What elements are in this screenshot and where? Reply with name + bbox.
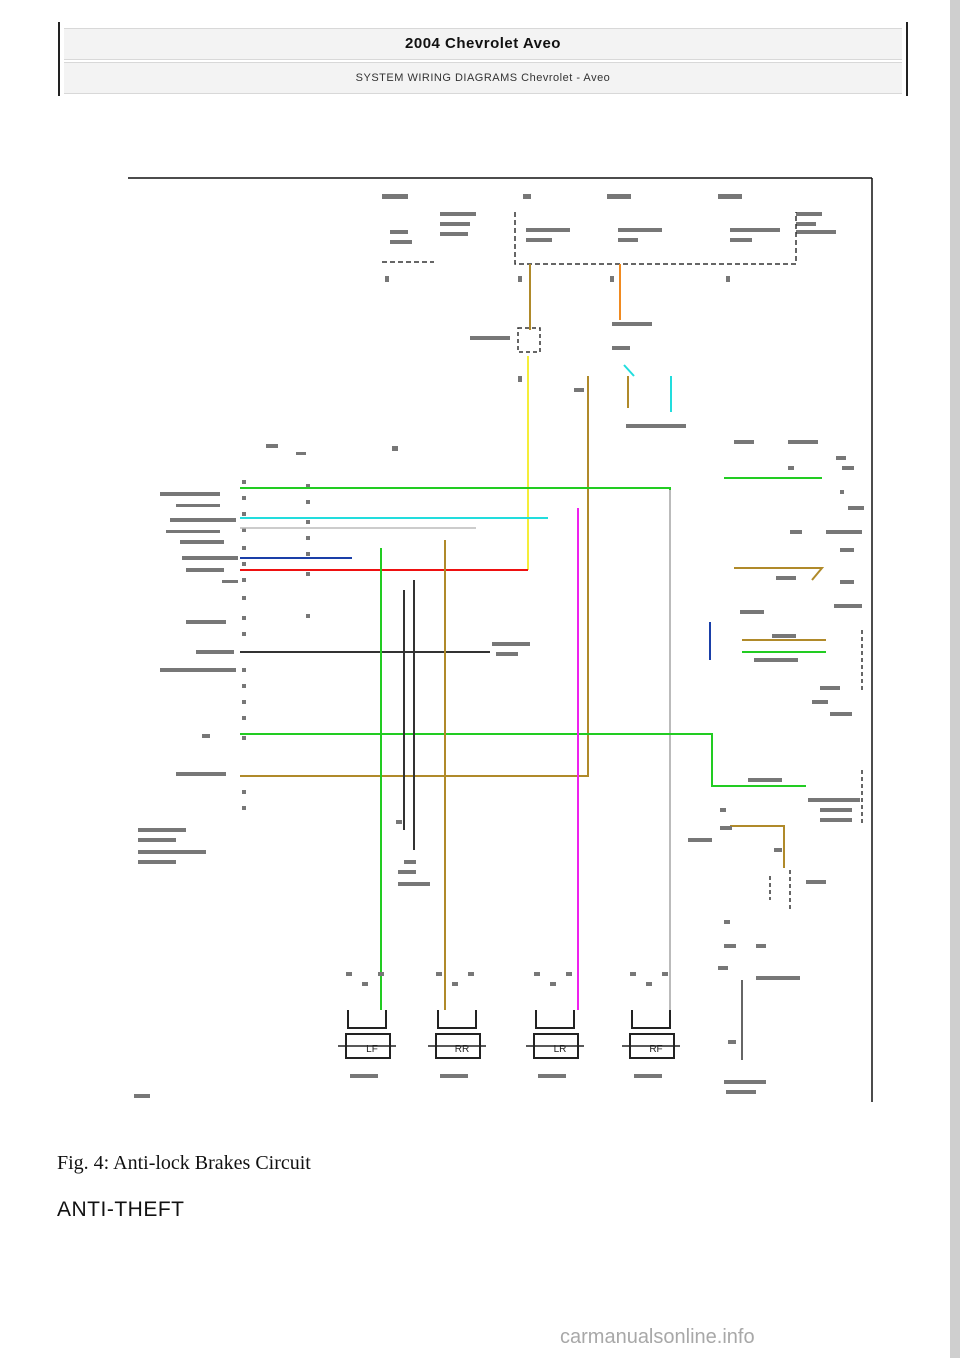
- relay-pin: [518, 376, 522, 382]
- wheel-sensor-rf: RF: [622, 972, 680, 1078]
- wire-tan-bottomright: [730, 825, 785, 868]
- fuse-pin: [385, 276, 389, 282]
- fuse-text-mark: [440, 232, 468, 236]
- fuse-text-mark: [390, 240, 412, 244]
- dlc-text-mark: [492, 642, 530, 646]
- wheel-speed-sensors: LF RR LR RF: [338, 972, 680, 1078]
- wheel-sensor-label: RF: [649, 1044, 662, 1055]
- wheel-sensor-label: LF: [366, 1044, 378, 1055]
- diagram-frame: [128, 177, 873, 1102]
- fuse-pin: [610, 276, 614, 282]
- header-title: 2004 Chevrolet Aveo: [64, 28, 902, 60]
- ebcm-connector: [138, 444, 398, 864]
- fuse-text-mark: [796, 212, 822, 216]
- fuse-text-mark: [618, 238, 638, 242]
- switch-text-mark: [612, 322, 652, 326]
- relay-text-mark: [470, 336, 510, 340]
- section-title: ANTI-THEFT: [57, 1198, 185, 1221]
- document-header: 2004 Chevrolet Aveo SYSTEM WIRING DIAGRA…: [58, 22, 908, 96]
- wire-tan-right: [734, 567, 825, 581]
- fuse-label-mark: [382, 194, 408, 199]
- ground-text-mark: [626, 424, 686, 428]
- fuse-label-mark: [607, 194, 631, 199]
- fuse-text-mark: [618, 228, 662, 232]
- fuse-block-dashed: [382, 212, 797, 265]
- fuse-pin: [726, 276, 730, 282]
- fuse-text-mark: [730, 228, 780, 232]
- fuse-text-mark: [440, 212, 476, 216]
- wheel-sensor-lf: LF: [338, 972, 396, 1078]
- header-left-rule: [58, 22, 60, 96]
- header-right-rule: [906, 22, 908, 96]
- dlc-text-mark: [496, 652, 518, 656]
- right-component-outlines: [769, 630, 863, 910]
- wire-green-top: [240, 487, 671, 1010]
- fuse-block: [382, 194, 836, 282]
- ground-text-mark: [574, 388, 584, 392]
- watermark: carmanualsonline.info: [560, 1326, 755, 1348]
- right-component-marks: [688, 440, 864, 1094]
- wheel-sensor-label: RR: [455, 1044, 469, 1055]
- wheel-sensor-label: LR: [554, 1044, 567, 1055]
- fuse-text-mark: [526, 238, 552, 242]
- relay: [517, 327, 541, 353]
- header-subtitle: SYSTEM WIRING DIAGRAMS Chevrolet - Aveo: [64, 62, 902, 94]
- wire-cyan-stub: [623, 364, 635, 377]
- fuse-pin: [518, 276, 522, 282]
- fuse-label-mark: [718, 194, 742, 199]
- figure-caption: Fig. 4: Anti-lock Brakes Circuit: [57, 1152, 311, 1174]
- wheel-sensor-lr: LR: [526, 972, 584, 1078]
- fuse-text-mark: [730, 238, 752, 242]
- fuse-label-mark: [523, 194, 531, 199]
- wire-green-lower: [240, 733, 806, 787]
- diagram-footnote-mark: [134, 1094, 150, 1098]
- fuse-text-mark: [796, 222, 816, 226]
- fuse-text-mark: [526, 228, 570, 232]
- wheel-sensor-rr: RR: [428, 972, 486, 1078]
- fuse-text-mark: [390, 230, 408, 234]
- switch-text-mark: [612, 346, 630, 350]
- fuse-text-mark: [440, 222, 470, 226]
- page-scrollbar-edge: [950, 0, 960, 1358]
- fuse-text-mark: [796, 230, 836, 234]
- wire-tan-main: [240, 376, 589, 777]
